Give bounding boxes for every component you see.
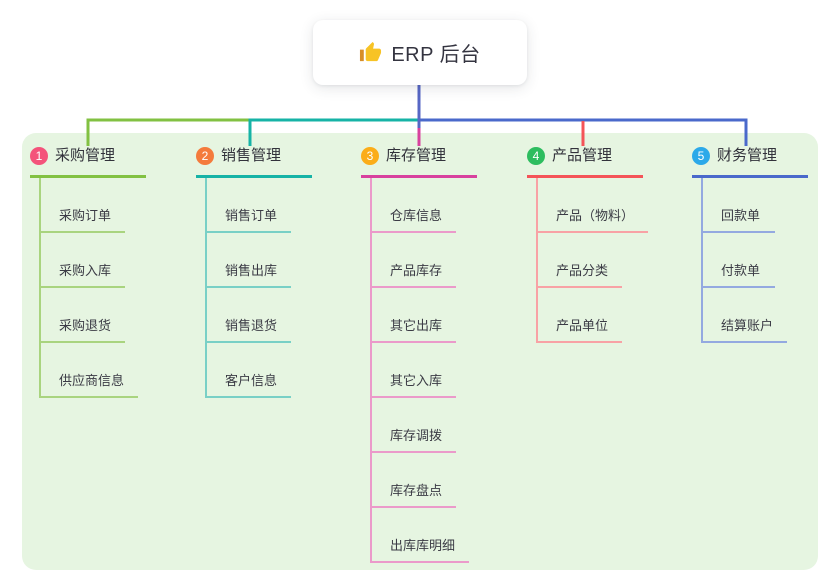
child-node[interactable]: 产品单位 [538,288,623,343]
branch-3-number-badge: 3 [361,147,379,165]
child-node[interactable]: 库存盘点 [372,453,457,508]
branch-4-number-badge: 4 [527,147,545,165]
branch-2-children: 销售订单 销售出库 销售退货 客户信息 [205,178,312,398]
child-node[interactable]: 销售订单 [207,178,292,233]
branch-5: 5 财务管理 回款单 付款单 结算账户 [692,145,808,343]
child-node[interactable]: 采购退货 [41,288,126,343]
branch-4-header[interactable]: 4 产品管理 [527,145,643,178]
branch-2-header[interactable]: 2 销售管理 [196,145,312,178]
branch-1-header[interactable]: 1 采购管理 [30,145,146,178]
branch-5-children: 回款单 付款单 结算账户 [701,178,808,343]
branch-5-number-badge: 5 [692,147,710,165]
child-node[interactable]: 采购入库 [41,233,126,288]
branch-2-title: 销售管理 [221,147,282,164]
connector-branch-1 [86,118,252,146]
child-node[interactable]: 仓库信息 [372,178,457,233]
child-node[interactable]: 其它出库 [372,288,457,343]
child-node[interactable]: 产品库存 [372,233,457,288]
branch-4: 4 产品管理 产品（物料） 产品分类 产品单位 [527,145,649,343]
child-node[interactable]: 供应商信息 [41,343,139,398]
thumbs-up-icon [360,41,382,62]
branch-2: 2 销售管理 销售订单 销售出库 销售退货 客户信息 [196,145,312,398]
child-node[interactable]: 其它入库 [372,343,457,398]
child-node[interactable]: 产品（物料） [538,178,649,233]
branch-3: 3 库存管理 仓库信息 产品库存 其它出库 其它入库 库存调拨 库存盘点 出库库… [361,145,477,563]
branch-4-children: 产品（物料） 产品分类 产品单位 [536,178,649,343]
child-node[interactable]: 客户信息 [207,343,292,398]
branch-5-title: 财务管理 [717,147,778,164]
branch-1-number-badge: 1 [30,147,48,165]
branch-1: 1 采购管理 采购订单 采购入库 采购退货 供应商信息 [30,145,146,398]
root-node-title: ERP 后台 [391,44,481,66]
branch-3-children: 仓库信息 产品库存 其它出库 其它入库 库存调拨 库存盘点 出库库明细 [370,178,477,563]
child-node[interactable]: 销售出库 [207,233,292,288]
child-node[interactable]: 出库库明细 [372,508,470,563]
mindmap-background-panel [22,133,818,570]
root-node[interactable]: ERP 后台 [313,20,527,85]
child-node[interactable]: 产品分类 [538,233,623,288]
branch-4-title: 产品管理 [552,147,613,164]
branch-3-header[interactable]: 3 库存管理 [361,145,477,178]
branch-1-title: 采购管理 [55,147,116,164]
child-node[interactable]: 采购订单 [41,178,126,233]
branch-3-title: 库存管理 [386,147,447,164]
connector-branch-2 [248,118,420,146]
child-node[interactable]: 付款单 [703,233,775,288]
child-node[interactable]: 结算账户 [703,288,788,343]
child-node[interactable]: 回款单 [703,178,775,233]
child-node[interactable]: 销售退货 [207,288,292,343]
branch-1-children: 采购订单 采购入库 采购退货 供应商信息 [39,178,146,398]
connector-branch-5 [418,118,748,146]
child-node[interactable]: 库存调拨 [372,398,457,453]
branch-2-number-badge: 2 [196,147,214,165]
branch-5-header[interactable]: 5 财务管理 [692,145,808,178]
